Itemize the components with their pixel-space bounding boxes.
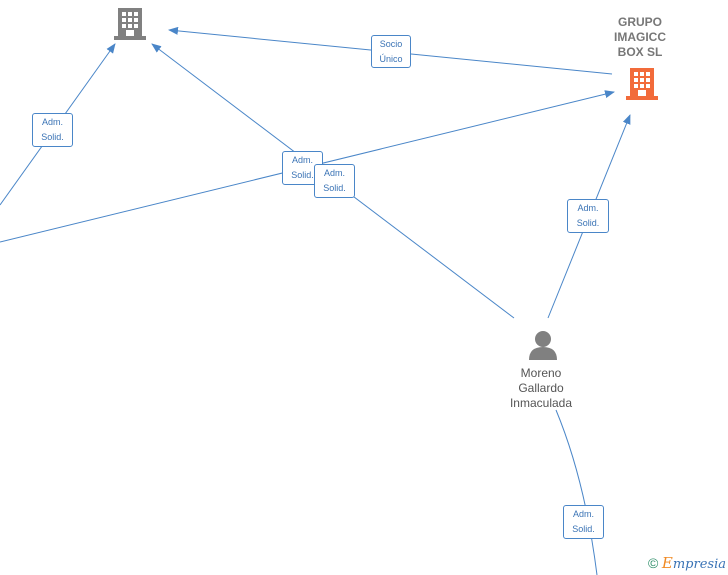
edge-label-line: Adm. <box>577 203 599 213</box>
edge-label-line: Adm. <box>41 117 63 127</box>
empresia-logo-text: mpresia <box>672 557 726 572</box>
person-name-line: Inmaculada <box>509 396 573 410</box>
edge-label-line: Solid. <box>576 218 600 228</box>
company-name-line: GRUPO <box>617 15 662 29</box>
edge-label-line: Socio <box>379 39 403 49</box>
edge-label-adm-solid-left[interactable]: Adm. Solid. <box>32 113 73 147</box>
edge-label-adm-solid-center-b[interactable]: Adm. Solid. <box>314 164 355 198</box>
copyright-symbol: © <box>647 555 659 571</box>
edge-label-line: Solid. <box>41 132 64 142</box>
company-name-line: BOX SL <box>617 45 663 59</box>
building-icon-highlighted[interactable] <box>626 68 658 100</box>
person-name-line: Gallardo <box>518 381 564 395</box>
company-name-line: IMAGICC <box>614 30 666 44</box>
person-name-line: Moreno <box>520 366 562 380</box>
person-icon[interactable] <box>529 331 557 360</box>
edge-label-line: Adm. <box>291 155 313 165</box>
empresia-logo-e: E <box>661 554 673 572</box>
edge-label-line: Solid. <box>323 183 346 193</box>
edge-label-adm-solid-right[interactable]: Adm. Solid. <box>567 199 609 233</box>
edge-label-adm-solid-bottom[interactable]: Adm. Solid. <box>563 505 604 539</box>
company-name-grupo-imagicc[interactable]: GRUPO IMAGICC BOX SL <box>600 15 680 60</box>
person-name-moreno-gallardo[interactable]: Moreno Gallardo Inmaculada <box>500 366 582 411</box>
edge-label-line: Adm. <box>323 168 345 178</box>
edge-label-line: Solid. <box>572 524 595 534</box>
edge-adm-bottom <box>555 409 598 575</box>
building-icon[interactable] <box>114 8 146 40</box>
edge-label-socio-unico[interactable]: Socio Único <box>371 35 411 68</box>
empresia-watermark: © Empresia <box>648 554 726 572</box>
edge-label-line: Único <box>379 54 403 64</box>
edge-label-line: Adm. <box>572 509 594 519</box>
edge-label-line: Solid. <box>291 170 314 180</box>
